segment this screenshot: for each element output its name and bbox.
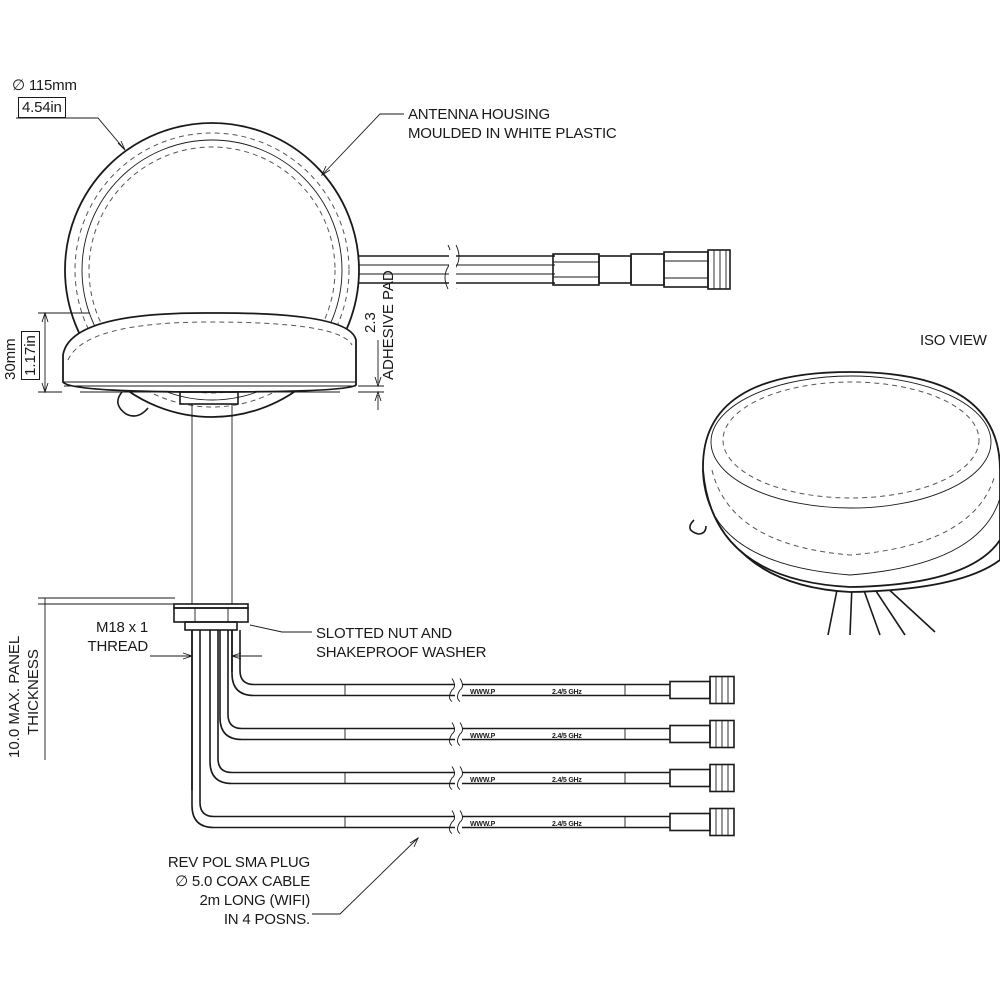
cable-print-brand: WWW.P	[470, 689, 496, 696]
cable-note-line-4: IN 4 POSNS.	[223, 911, 310, 928]
cable-bundle	[191, 630, 735, 837]
nut-note-line-1: SLOTTED NUT AND	[316, 625, 452, 642]
cable-print-freq: 2.4/5 GHz	[552, 777, 582, 784]
diameter-mm-label: ∅ 115mm	[12, 76, 77, 95]
cable-note-line-2: ∅ 5.0 COAX CABLE	[175, 873, 310, 890]
cable-note-line-3: 2m LONG (WIFI)	[199, 892, 310, 909]
diameter-in-label: 4.54in	[18, 97, 66, 118]
connector-body	[669, 724, 711, 744]
cable-outer-edge	[209, 630, 455, 785]
cable-inner-edge	[217, 630, 455, 774]
adhesive-value-label: 2.3	[362, 312, 379, 333]
iso-view	[689, 371, 1000, 636]
housing-note-line-2: MOULDED IN WHITE PLASTIC	[408, 125, 617, 142]
cable-break-mark	[449, 678, 455, 702]
cable-leader	[312, 837, 419, 915]
diameter-leader	[16, 117, 126, 151]
diameter-symbol: ∅	[12, 77, 25, 94]
nut-note-line-2: SHAKEPROOF WASHER	[316, 644, 487, 661]
housing-note-line-1: ANTENNA HOUSING	[408, 106, 551, 123]
cable-outer-edge	[231, 630, 455, 697]
height-mm-label: 30mm	[2, 338, 19, 380]
cable-break-mark	[457, 678, 463, 702]
cable-break-mark	[457, 766, 463, 790]
cable-inner-edge	[227, 630, 455, 730]
panel-line-2: THICKNESS	[25, 649, 42, 735]
cable-break-mark	[457, 810, 463, 834]
connector-body	[669, 812, 711, 832]
cable-print-freq: 2.4/5 GHz	[552, 733, 582, 740]
connector-body	[669, 768, 711, 788]
cable-break-mark	[449, 810, 455, 834]
thread-line-1: M18 x 1	[96, 619, 148, 636]
cable-note-line-1: REV POL SMA PLUG	[167, 854, 310, 871]
cable-print-brand: WWW.P	[470, 777, 496, 784]
housing-leader	[321, 113, 404, 176]
cable-inner-edge	[239, 630, 455, 686]
cable-print-freq: 2.4/5 GHz	[552, 821, 582, 828]
cable-outer-edge	[191, 630, 455, 829]
thread-line-2: THREAD	[87, 638, 149, 655]
cable-print-freq: 2.4/5 GHz	[552, 689, 582, 696]
cable-print-brand: WWW.P	[470, 821, 496, 828]
cable-outer-edge	[219, 630, 455, 741]
height-in-label: 1.17in	[21, 331, 40, 380]
connector-body	[669, 680, 711, 700]
cable-print-brand: WWW.P	[470, 733, 496, 740]
cable-break-mark	[449, 722, 455, 746]
cable-break-mark	[457, 722, 463, 746]
nut-leader	[249, 624, 312, 633]
iso-view-label: ISO VIEW	[920, 332, 987, 349]
panel-line-1: 10.0 MAX. PANEL	[6, 635, 23, 758]
cable-break-mark	[449, 766, 455, 790]
adhesive-pad-label: ADHESIVE PAD	[380, 270, 397, 380]
cable-inner-edge	[199, 630, 455, 818]
diameter-mm-value: 115mm	[28, 77, 77, 94]
